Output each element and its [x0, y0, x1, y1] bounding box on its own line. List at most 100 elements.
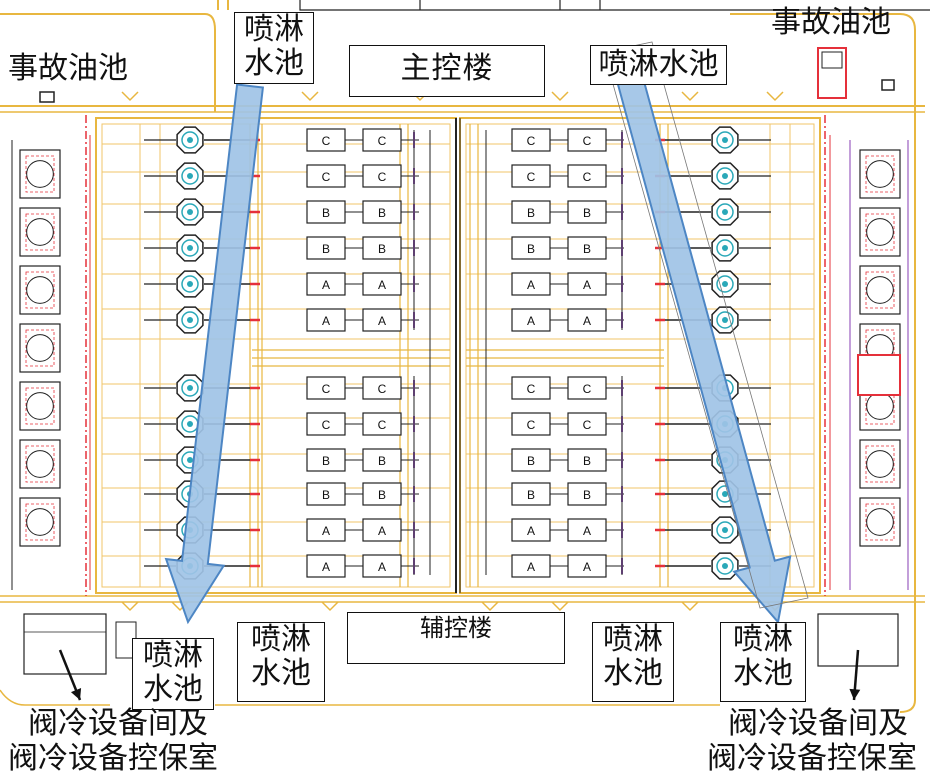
transformer-dot-left-2 — [187, 209, 193, 215]
transformer-dot-right-5 — [722, 317, 728, 323]
phase-letter-8-2: B — [527, 454, 535, 468]
transformer-dot-right-3 — [722, 245, 728, 251]
valve-bay-right-2-coil — [866, 276, 894, 304]
transformer-dot-right-11 — [722, 563, 728, 569]
fire-panel — [857, 354, 901, 396]
flow-arrow-left — [164, 83, 265, 625]
transformer-dot-right-1 — [722, 173, 728, 179]
top-road-lines — [299, 0, 930, 11]
valve-symbol-top-3 — [551, 91, 569, 102]
wall-right — [730, 13, 916, 713]
transformer-dot-left-4 — [187, 281, 193, 287]
valve-symbol-bottom-3 — [481, 601, 499, 612]
phase-letter-10-0: A — [322, 524, 330, 538]
phase-letter-8-3: B — [583, 454, 591, 468]
valve-bay-right-6-inner — [865, 503, 895, 541]
phase-letter-6-2: C — [527, 382, 536, 396]
valve-room-left-line1: 阀冷设备间及 — [28, 706, 208, 741]
valve-symbol-top-5 — [766, 91, 784, 102]
phase-letter-5-1: A — [378, 314, 386, 328]
transformer-core-left-4 — [181, 275, 199, 293]
phase-letter-7-1: C — [378, 418, 387, 432]
leader-arrow-left-head — [70, 688, 82, 700]
transformer-core-left-1 — [181, 167, 199, 185]
phase-letter-1-1: C — [378, 170, 387, 184]
transformer-dot-left-3 — [187, 245, 193, 251]
phase-letter-2-2: B — [527, 206, 535, 220]
phase-letter-10-2: A — [527, 524, 535, 538]
phase-letter-5-0: A — [322, 314, 330, 328]
phase-letter-9-0: B — [322, 488, 330, 502]
phase-letter-7-3: C — [583, 418, 592, 432]
phase-letter-1-0: C — [322, 170, 331, 184]
phase-letter-4-1: A — [378, 278, 386, 292]
valve-bay-left-6-inner — [25, 503, 55, 541]
phase-letter-11-3: A — [583, 560, 591, 574]
valve-bay-right-5-inner — [865, 445, 895, 483]
valve-bay-left-4-inner — [25, 387, 55, 425]
valve-bay-left-5-coil — [26, 450, 54, 478]
transformer-core-left-3 — [181, 239, 199, 257]
oil-pit-tank-right — [817, 47, 847, 99]
phase-letter-4-0: A — [322, 278, 330, 292]
valve-bay-left-1-coil — [26, 218, 54, 246]
leader-arrow-right-head — [849, 688, 861, 700]
transformer-dot-right-0 — [722, 137, 728, 143]
valve-room-right-box — [817, 613, 899, 667]
oil-pit-tank-icon — [821, 51, 843, 69]
phase-letter-3-0: B — [322, 242, 330, 256]
valve-symbol-bottom-5 — [681, 601, 699, 612]
phase-letter-4-3: A — [583, 278, 591, 292]
valve-hall-left-inner — [101, 123, 451, 588]
phase-letter-1-3: C — [583, 170, 592, 184]
valve-bay-right-5-coil — [866, 450, 894, 478]
spray-pool-bottom-4-label: 喷淋水池 — [720, 622, 806, 702]
transformer-dot-left-5 — [187, 317, 193, 323]
valve-bay-left-4-coil — [26, 392, 54, 420]
valve-bay-right-1-inner — [865, 213, 895, 251]
flow-arrow-right — [614, 67, 792, 625]
phase-letter-6-3: C — [583, 382, 592, 396]
valve-symbol-bottom-0 — [121, 601, 139, 612]
transformer-core-right-11 — [716, 557, 734, 575]
aux-control-building-label: 辅控楼 — [347, 612, 565, 664]
valve-symbol-top-4 — [681, 91, 699, 102]
phase-letter-7-2: C — [527, 418, 536, 432]
transformer-core-right-5 — [716, 311, 734, 329]
phase-letter-10-1: A — [378, 524, 386, 538]
phase-letter-0-2: C — [527, 134, 536, 148]
valve-room-right-line1: 阀冷设备间及 — [728, 706, 908, 741]
spray-pool-top-right-label: 喷淋水池 — [590, 45, 727, 85]
transformer-core-right-10 — [716, 521, 734, 539]
phase-letter-2-3: B — [583, 206, 591, 220]
transformer-dot-right-4 — [722, 281, 728, 287]
phase-letter-7-0: C — [322, 418, 331, 432]
valve-bay-left-5-inner — [25, 445, 55, 483]
transformer-dot-left-0 — [187, 137, 193, 143]
valve-bay-right-1-coil — [866, 218, 894, 246]
phase-letter-0-0: C — [322, 134, 331, 148]
phase-letter-9-3: B — [583, 488, 591, 502]
phase-letter-5-3: A — [583, 314, 591, 328]
transformer-dot-left-6 — [187, 385, 193, 391]
valve-room-left-line2: 阀冷设备控保室 — [8, 741, 218, 776]
valve-symbol-top-1 — [301, 91, 319, 102]
spray-pool-top-left-label: 喷淋水池 — [234, 12, 314, 84]
phase-letter-0-3: C — [583, 134, 592, 148]
transformer-core-right-4 — [716, 275, 734, 293]
transformer-dot-right-10 — [722, 527, 728, 533]
main-control-building-label: 主控楼 — [349, 45, 545, 97]
valve-bay-left-6-coil — [26, 508, 54, 536]
fence-lines — [85, 115, 831, 596]
oil-pit-symbol-left — [39, 91, 55, 103]
phase-letter-4-2: A — [527, 278, 535, 292]
phase-letter-0-1: C — [378, 134, 387, 148]
valve-symbol-bottom-2 — [321, 601, 339, 612]
phase-letter-3-1: B — [378, 242, 386, 256]
valve-bay-left-3-inner — [25, 329, 55, 367]
oil-pit-symbol-right — [881, 79, 895, 91]
transformer-dot-left-1 — [187, 173, 193, 179]
valve-symbol-bottom-4 — [551, 601, 569, 612]
